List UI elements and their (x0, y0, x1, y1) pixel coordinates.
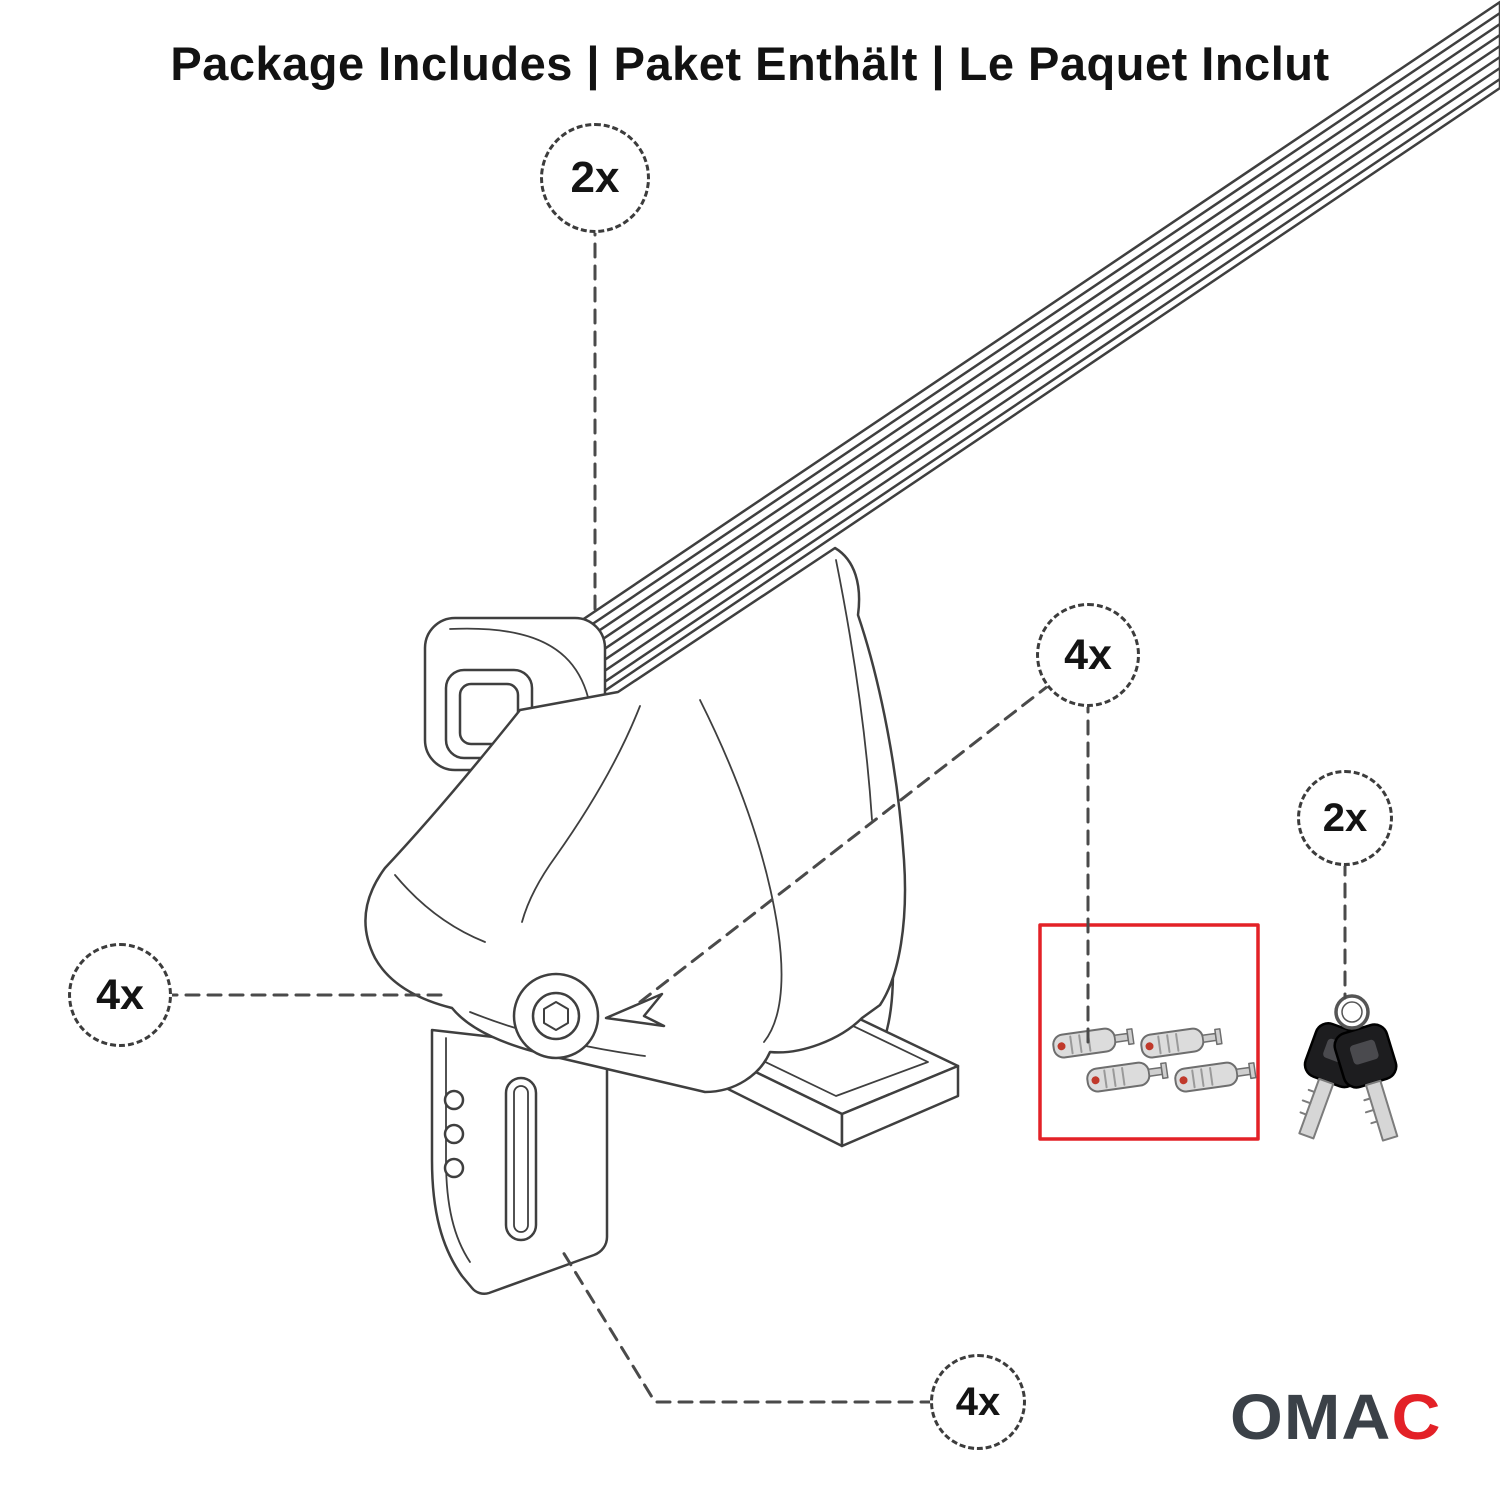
page-title: Package Includes | Paket Enthält | Le Pa… (170, 37, 1330, 90)
lock-set-highlight-box (1038, 923, 1260, 1141)
clamp-drawing (430, 1028, 609, 1296)
arrow-mark (604, 992, 666, 1028)
callout-clamps-qty: 4x (930, 1354, 1026, 1450)
callout-keys-qty: 2x (1297, 770, 1393, 866)
callout-feet-qty: 4x (68, 943, 172, 1047)
brand-logo: OMAC (1230, 1380, 1442, 1454)
bolt-drawing (512, 972, 600, 1060)
lock-cylinders-image (1052, 1027, 1257, 1093)
brand-logo-red-text: C (1391, 1381, 1442, 1453)
keys-image (1298, 994, 1399, 1142)
keys-qty-label: 2x (1322, 795, 1368, 840)
crossbar-drawing (543, 0, 1500, 733)
crossbars-qty-label: 2x (570, 153, 620, 202)
lock-bolts-qty-label: 4x (1064, 630, 1112, 679)
foot-body-drawing (364, 546, 907, 1094)
callout-crossbars-qty: 2x (540, 123, 650, 233)
callout-lock-bolts-qty: 4x (1036, 603, 1140, 707)
clamps-qty-label: 4x (955, 1379, 1001, 1424)
feet-qty-label: 4x (96, 970, 144, 1019)
brand-logo-dark-text: OMA (1230, 1381, 1392, 1453)
